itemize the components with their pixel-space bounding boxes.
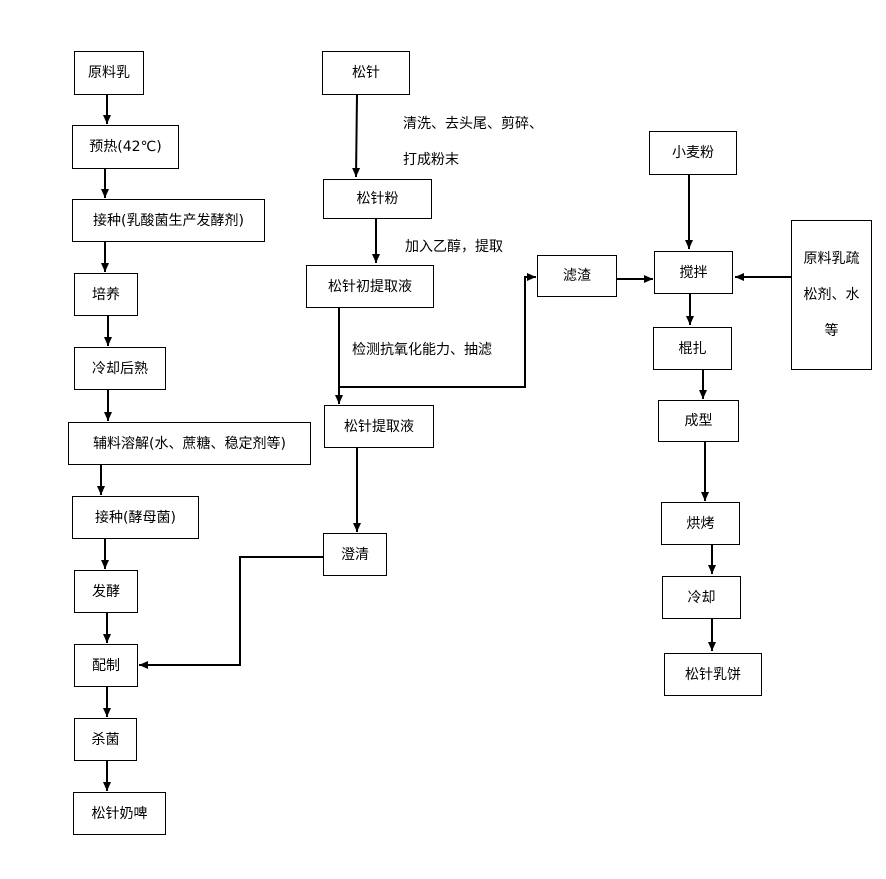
node-inoculate-yeast: 接种(酵母菌)	[72, 496, 199, 539]
node-culture: 培养	[74, 273, 138, 316]
node-wheat-flour: 小麦粉	[649, 131, 737, 175]
note-antioxidant: 检测抗氧化能力、抽滤	[352, 342, 492, 358]
node-pine-cake: 松针乳饼	[664, 653, 762, 696]
node-pine-powder: 松针粉	[323, 179, 432, 219]
node-sterilize: 杀菌	[74, 718, 137, 761]
node-blend: 配制	[74, 644, 138, 687]
arrow-needle-to-powder	[352, 94, 361, 178]
note-wash-line-1: 清洗、去头尾、剪碎、	[403, 116, 543, 132]
node-raw-milk: 原料乳	[74, 51, 144, 95]
node-residue: 滤渣	[537, 255, 617, 297]
node-pine-needle: 松针	[322, 51, 410, 95]
node-clarify: 澄清	[323, 533, 387, 576]
node-roll: 棍扎	[653, 327, 732, 370]
node-ferment: 发酵	[74, 570, 138, 613]
node-shape: 成型	[658, 400, 739, 442]
arrow-initial-to-residue	[339, 273, 536, 388]
node-inoculate-lab: 接种(乳酸菌生产发酵剂)	[72, 199, 265, 242]
node-initial-extract: 松针初提取液	[306, 265, 434, 308]
node-cool: 冷却	[662, 576, 741, 619]
node-pine-beer: 松针奶啤	[73, 792, 166, 835]
node-preheat: 预热(42℃)	[72, 125, 179, 169]
node-dissolve: 辅料溶解(水、蔗糖、稳定剂等)	[68, 422, 311, 465]
arrow-clarify-to-blend	[139, 556, 323, 669]
node-cool-ripen: 冷却后熟	[74, 347, 166, 390]
node-pine-extract: 松针提取液	[324, 405, 434, 448]
node-bake: 烘烤	[661, 502, 740, 545]
note-ethanol: 加入乙醇，提取	[405, 239, 503, 255]
node-stir: 搅拌	[654, 251, 733, 294]
note-wash-line-2: 打成粉末	[403, 152, 459, 168]
node-side-inputs: 原料乳疏松剂、水等	[791, 220, 872, 370]
